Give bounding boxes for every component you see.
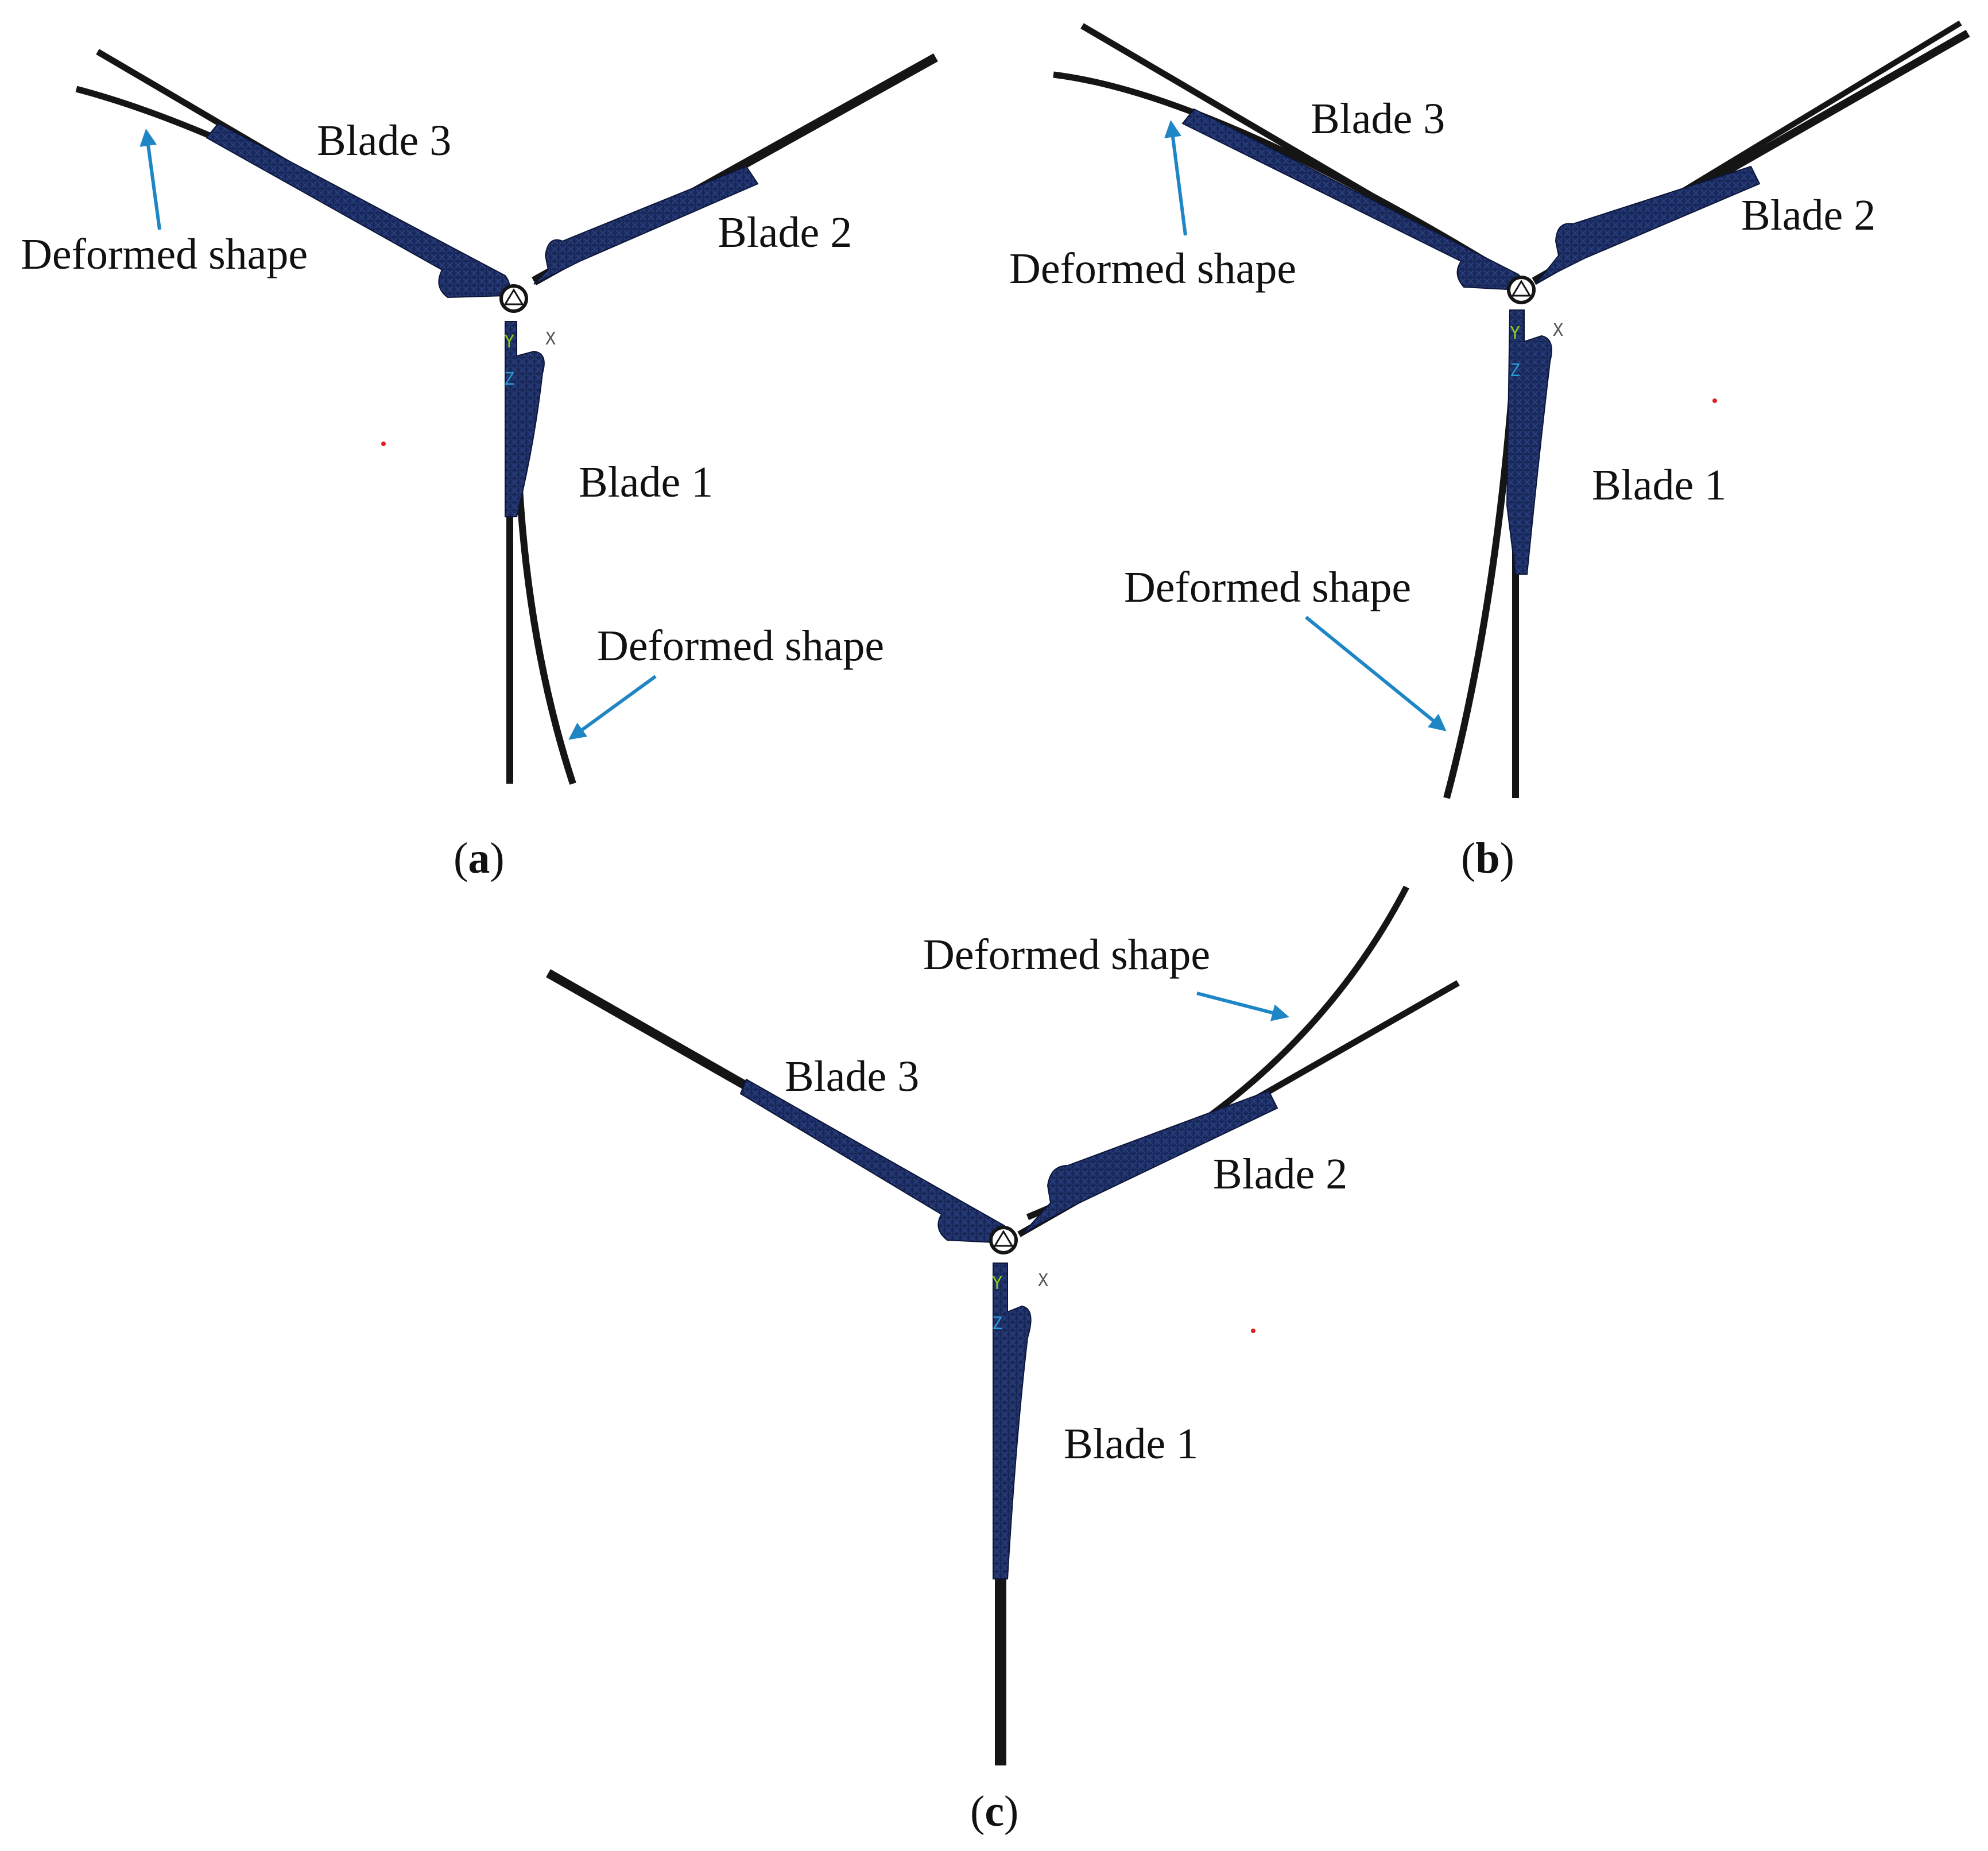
- blade-2-mesh: [1535, 165, 1761, 285]
- hub-triangle: [503, 288, 524, 305]
- label-blade-3: Blade 3: [317, 117, 451, 165]
- marker-dot: [1712, 398, 1717, 403]
- arrow-deformed-1: [1196, 992, 1289, 1021]
- label-blade-2: Blade 2: [718, 208, 852, 257]
- hub-triangle: [1511, 280, 1532, 297]
- axis-x-label: X: [545, 329, 556, 349]
- marker-dot: [1251, 1329, 1255, 1333]
- label-deformed-shape-1: Deformed shape: [1009, 245, 1296, 293]
- arrow-deformed-2: [568, 675, 657, 740]
- blade-2-mesh: [533, 165, 759, 285]
- label-blade-3: Blade 3: [1311, 95, 1445, 143]
- axis-y-label: Y: [1510, 323, 1520, 343]
- label-blade-3: Blade 3: [785, 1052, 919, 1101]
- caption-c: (c): [970, 1787, 1018, 1835]
- label-deformed-shape-2: Deformed shape: [1124, 563, 1411, 611]
- blade-1-mesh: [993, 1263, 1032, 1579]
- blade-3-mesh: [206, 122, 510, 299]
- blade-1-mesh: [1506, 309, 1552, 575]
- blade-1-mesh: [505, 321, 545, 517]
- arrow-deformed-1: [1164, 120, 1187, 236]
- blade-1-deformed: [1443, 344, 1519, 799]
- label-blade-1: Blade 1: [1064, 1420, 1198, 1468]
- axis-y-label: Y: [992, 1273, 1002, 1294]
- caption-a: (a): [454, 834, 505, 882]
- label-blade-2: Blade 2: [1741, 191, 1875, 239]
- blade-3-deformed: [1053, 71, 1523, 285]
- arrow-deformed-2: [1305, 615, 1447, 731]
- arrow-deformed-1: [139, 129, 161, 230]
- hub-triangle: [993, 1230, 1014, 1247]
- label-blade-2: Blade 2: [1213, 1150, 1347, 1198]
- axis-x-label: X: [1038, 1271, 1048, 1291]
- caption-b: (b): [1461, 834, 1514, 882]
- panel-b: Y X Z Blade 3 Blade 2 Blade 1 Deformed s…: [1009, 20, 1970, 882]
- panel-c: Y X Z Blade 3 Blade 2 Blade 1 Deformed s…: [546, 885, 1460, 1835]
- axis-z-label: Z: [992, 1314, 1002, 1334]
- axis-z-label: Z: [504, 369, 514, 389]
- label-deformed-shape-1: Deformed shape: [21, 230, 308, 278]
- blade-3-mesh: [739, 1078, 1010, 1244]
- axis-y-label: Y: [504, 332, 514, 352]
- label-blade-1: Blade 1: [1592, 461, 1726, 509]
- label-deformed-shape-2: Deformed shape: [597, 622, 884, 670]
- axis-z-label: Z: [1510, 361, 1520, 381]
- blade-2-mesh: [1021, 1090, 1278, 1235]
- marker-dot: [381, 442, 386, 446]
- label-blade-1: Blade 1: [579, 458, 713, 506]
- panel-a: Y X Z Blade 3 Blade 2 Blade 1 Deformed s…: [21, 49, 938, 882]
- axis-x-label: X: [1553, 320, 1563, 340]
- label-deformed-shape-1: Deformed shape: [923, 931, 1210, 979]
